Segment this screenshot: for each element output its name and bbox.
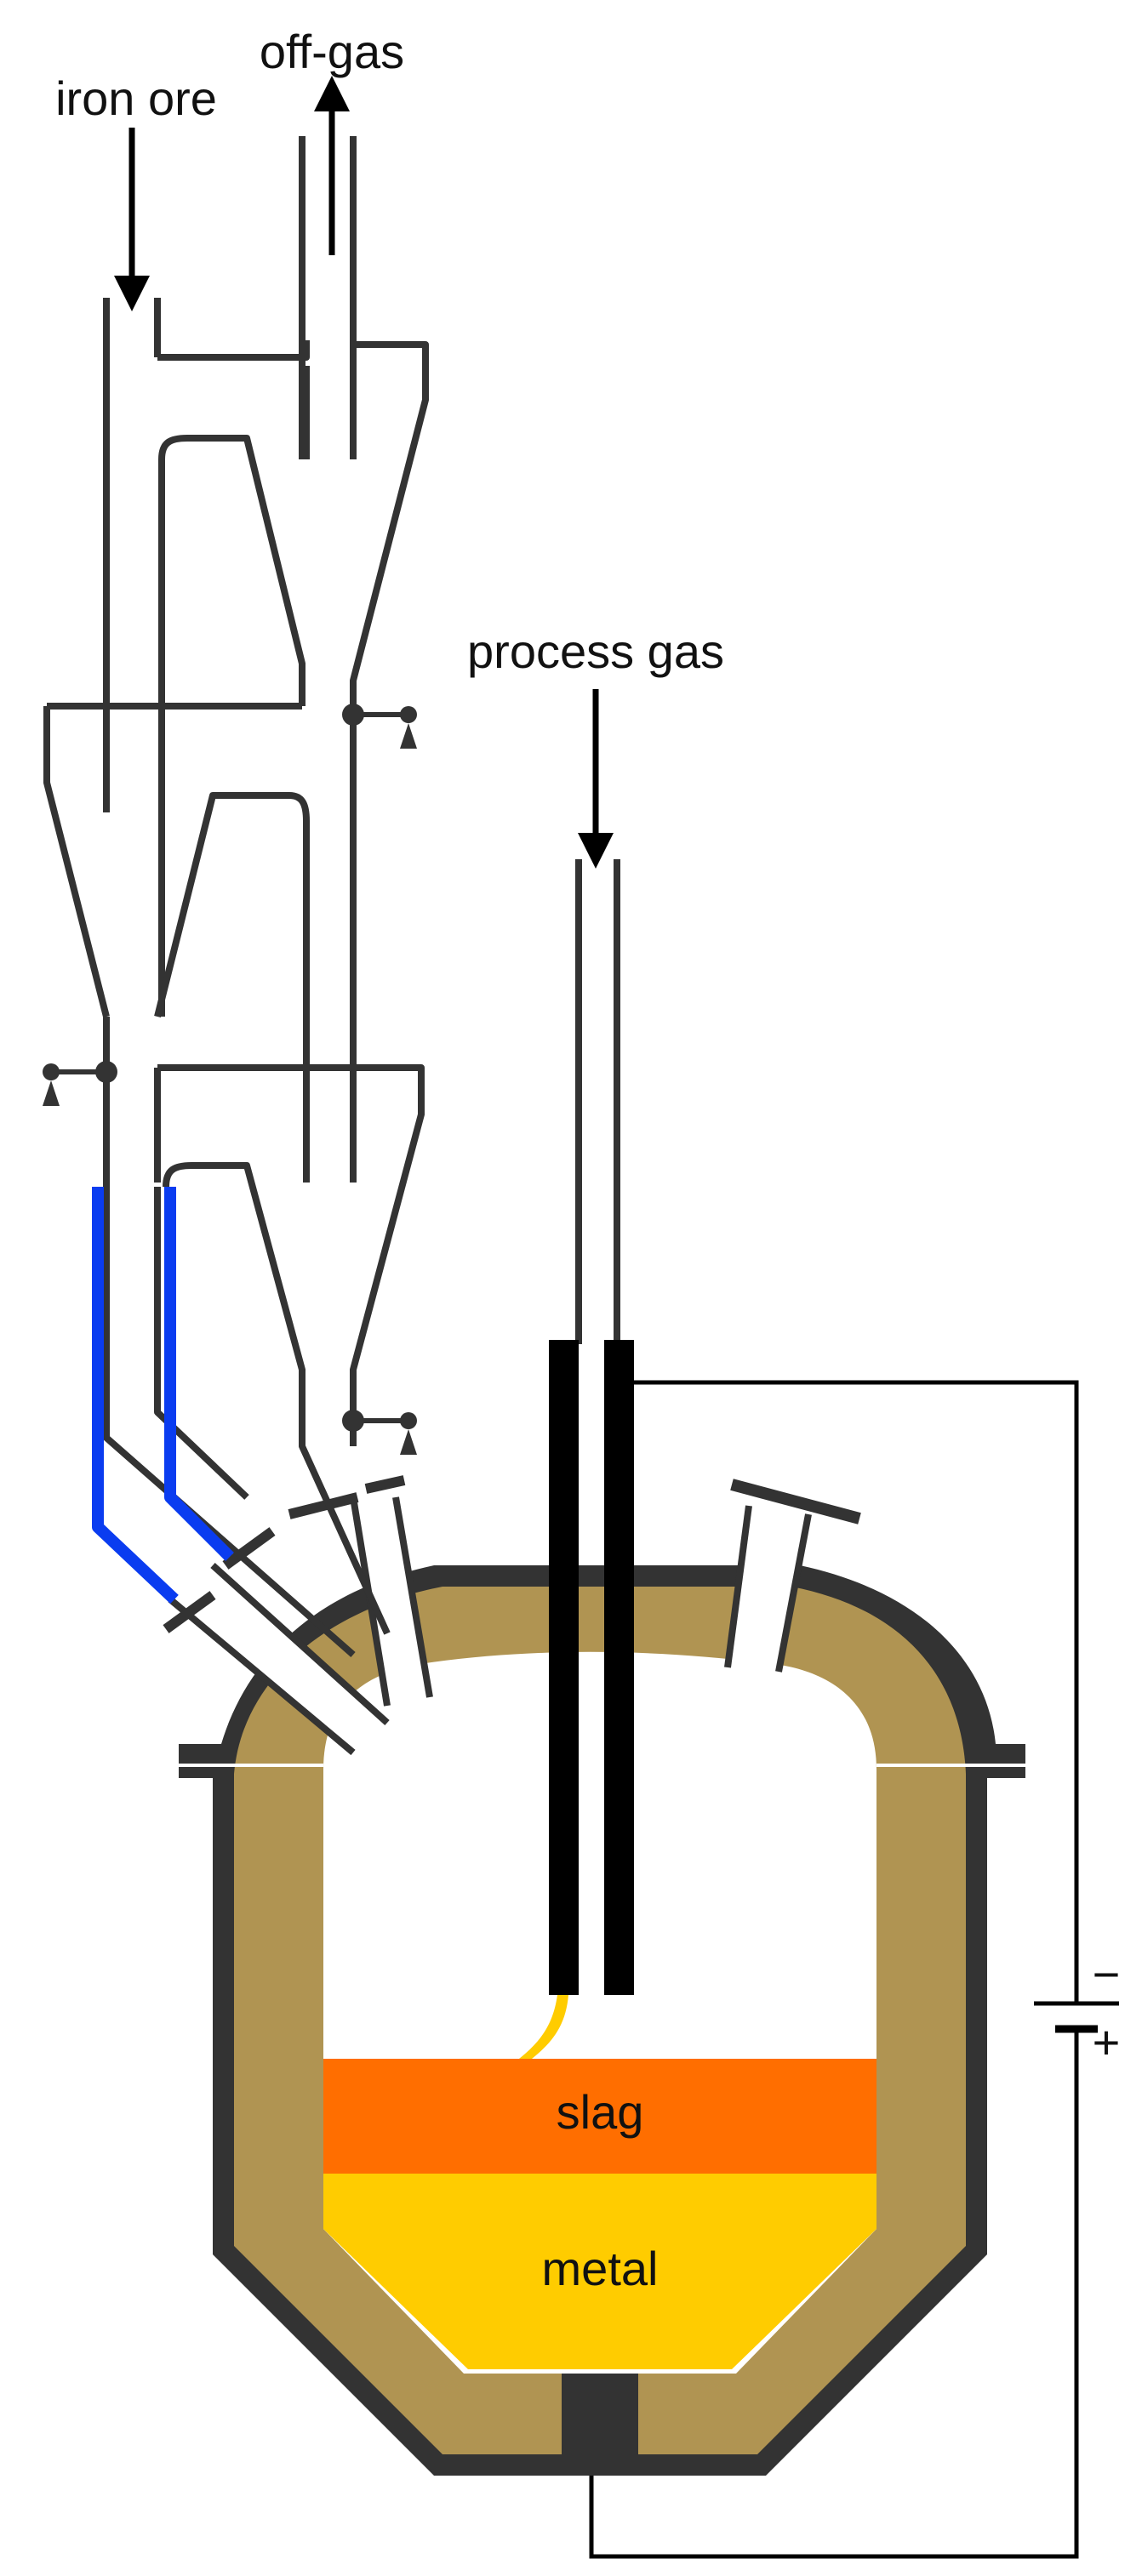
- bottom-electrode: [562, 2374, 638, 2476]
- cyclone-cascade: [43, 136, 429, 1658]
- battery-minus-label: −: [1093, 1947, 1121, 2001]
- side-port-nozzle: [728, 1506, 808, 1672]
- metal-layer: [323, 2174, 876, 2369]
- cooling-jacket: [92, 1187, 234, 1604]
- battery-plus-label: +: [1093, 2015, 1121, 2069]
- gas-jet: [519, 1995, 568, 2059]
- hollow-electrode: [549, 859, 634, 1995]
- process-gas-label: process gas: [467, 624, 724, 678]
- side-port-flange: [730, 1479, 861, 1525]
- off-gas-label: off-gas: [260, 25, 404, 78]
- slag-layer: [323, 2059, 876, 2174]
- metal-label: metal: [542, 2242, 659, 2295]
- ore-inlet-nozzle: [170, 1565, 387, 1752]
- electric-circuit: [589, 1380, 1119, 2559]
- cyclone-outlet-nozzle: [353, 1497, 430, 1706]
- iron-ore-label: iron ore: [55, 71, 217, 125]
- junction-valves: [43, 704, 417, 1455]
- nozzle-flanges: [163, 1475, 406, 1633]
- slag-label: slag: [557, 2085, 644, 2139]
